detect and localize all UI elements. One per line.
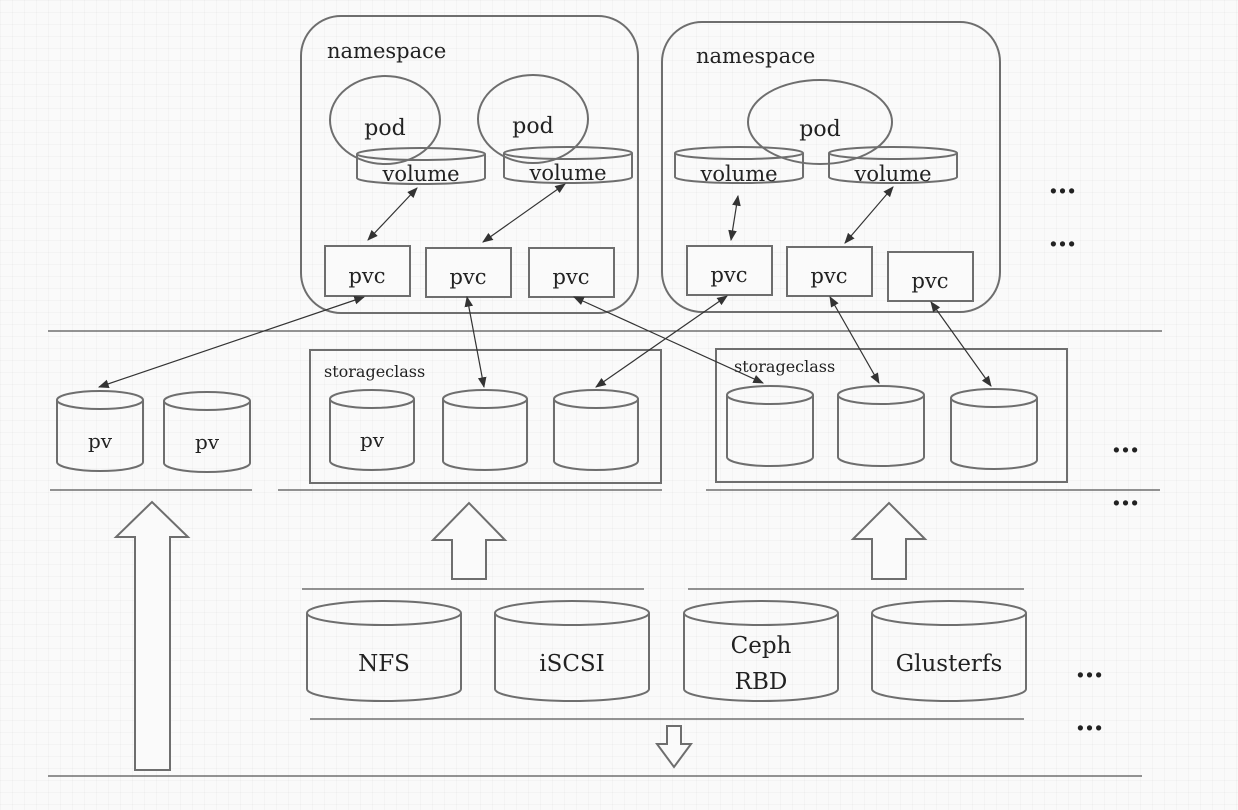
connector-volume-pvc — [728, 194, 741, 242]
ellipsis: … — [1049, 220, 1078, 253]
volume-label: volume — [853, 162, 931, 186]
pvc-label: pvc — [810, 264, 847, 288]
pod — [329, 75, 441, 165]
pvc-label: pvc — [348, 264, 385, 288]
pod-label: pod — [512, 114, 553, 139]
volume-label: volume — [381, 162, 459, 186]
connector-pvc-pv — [930, 301, 992, 387]
connector-pvc-pv — [97, 296, 366, 388]
pvc-box — [425, 247, 512, 298]
backend-label: RBD — [735, 669, 788, 695]
backend-label: Glusterfs — [896, 651, 1003, 677]
connector-pvc-pv — [829, 296, 880, 384]
pv-disk — [329, 389, 415, 471]
pod-label: pod — [799, 117, 840, 142]
down-arrow-icon — [655, 725, 693, 769]
up-arrow-icon — [113, 500, 191, 771]
ellipsis: … — [1112, 479, 1141, 512]
pvc-label: pvc — [449, 265, 486, 289]
connector-volume-pvc — [367, 187, 418, 241]
pv-disk — [726, 385, 814, 467]
backend-label: NFS — [358, 651, 410, 677]
pvc-box — [786, 246, 873, 297]
pvc-box — [887, 251, 974, 302]
pv-disk — [950, 388, 1038, 470]
storageclass-label: storageclass — [734, 357, 835, 376]
namespace-label: namespace — [696, 44, 815, 68]
storageclass-2: storageclass — [715, 348, 1068, 483]
backend-label: Ceph — [731, 633, 792, 659]
ellipsis: … — [1076, 704, 1105, 737]
connector-pvc-pv — [464, 295, 487, 389]
pv-label: pv — [195, 430, 220, 454]
pv-label: pv — [88, 429, 113, 453]
ellipsis: … — [1112, 426, 1141, 459]
backend-storage-group: NFS iSCSI Ceph RBD Glusterfs — [306, 600, 1027, 702]
backend-disk-ceph-rbd — [683, 600, 839, 702]
pv-disk — [442, 389, 528, 471]
pvc-label: pvc — [552, 265, 589, 289]
ellipsis: … — [1049, 167, 1078, 200]
pvc-box — [324, 245, 411, 297]
ellipsis: … — [1076, 651, 1105, 684]
backend-disk-iscsi — [494, 600, 650, 702]
pv-disk — [163, 391, 251, 473]
volume-disk — [356, 147, 486, 185]
volume-disk — [828, 146, 958, 184]
pod — [747, 79, 893, 165]
storageclass-1: storageclass pv — [309, 349, 662, 484]
connector-volume-pvc — [482, 183, 566, 243]
up-arrow-icon — [430, 501, 508, 580]
pvc-box — [686, 245, 773, 296]
pv-disk — [553, 389, 639, 471]
static-pv-group: pv pv — [56, 390, 251, 473]
namespace-1: namespace pod pod volume volume pvc pvc … — [300, 15, 639, 314]
volume-label: volume — [699, 162, 777, 186]
pv-label: pv — [360, 428, 385, 452]
volume-label: volume — [528, 161, 606, 185]
namespace-label: namespace — [327, 39, 446, 63]
pod — [477, 74, 589, 164]
connector-pvc-pv — [595, 295, 728, 388]
connector-volume-pvc — [844, 186, 894, 244]
up-arrow-icon — [850, 501, 928, 580]
namespace-2: namespace pod volume volume pvc pvc pvc — [661, 21, 1001, 313]
volume-disk — [503, 146, 633, 184]
pvc-box — [528, 247, 615, 298]
pv-disk — [56, 390, 144, 472]
backend-label: iSCSI — [539, 651, 605, 677]
backend-disk-nfs — [306, 600, 462, 702]
storageclass-label: storageclass — [324, 362, 425, 381]
pvc-label: pvc — [710, 263, 747, 287]
pvc-label: pvc — [911, 269, 948, 293]
backend-disk-glusterfs — [871, 600, 1027, 702]
connector-pvc-pv — [573, 296, 764, 384]
storageclass-frame — [715, 348, 1068, 483]
volume-disk — [674, 146, 804, 184]
pod-label: pod — [364, 116, 405, 141]
pv-disk — [837, 385, 925, 467]
